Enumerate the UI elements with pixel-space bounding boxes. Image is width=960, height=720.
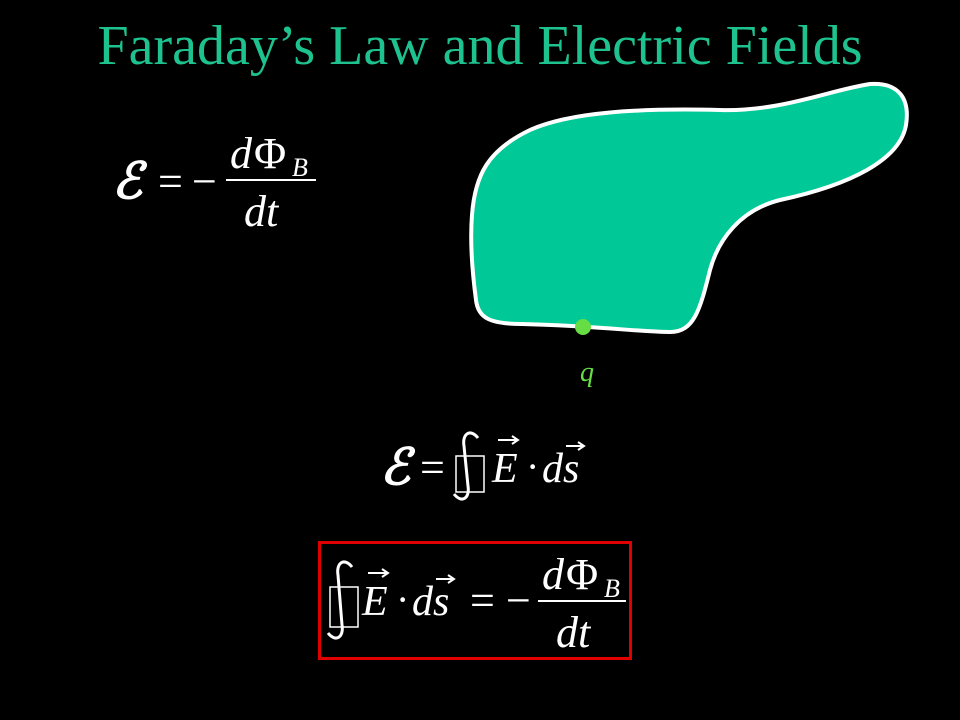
minus-sign-2: − bbox=[506, 576, 531, 625]
slide-title: Faraday’s Law and Electric Fields bbox=[97, 15, 863, 77]
denominator-dt-2: dt bbox=[556, 608, 592, 657]
emf-integral-equation: ℰ = E · ds bbox=[380, 431, 586, 501]
ds-term-2: ds bbox=[412, 579, 449, 625]
vector-s-arrowhead-2 bbox=[447, 574, 456, 584]
dot-operator: · bbox=[526, 444, 539, 489]
ds-term: ds bbox=[542, 446, 579, 492]
minus-sign: − bbox=[192, 157, 217, 206]
highlight-box bbox=[318, 541, 632, 660]
charge-dot bbox=[575, 319, 591, 335]
vector-e-2: E bbox=[361, 579, 388, 625]
vector-e-arrowhead-2 bbox=[381, 568, 390, 578]
numerator-d-2: d bbox=[542, 550, 565, 599]
numerator-phi: Φ bbox=[254, 129, 286, 178]
integral-box bbox=[455, 455, 485, 493]
faraday-equation: ℰ = − d Φ B dt bbox=[112, 129, 316, 236]
emf-symbol-2: ℰ bbox=[380, 439, 416, 495]
subscript-b-2: B bbox=[604, 574, 620, 603]
faraday-integral-equation: E · ds = − d Φ B dt bbox=[326, 550, 626, 657]
vector-s-arrowhead bbox=[577, 441, 586, 451]
closed-loop-shape bbox=[469, 81, 909, 335]
subscript-b: B bbox=[292, 153, 308, 182]
vector-e: E bbox=[491, 446, 518, 492]
denominator-dt: dt bbox=[244, 187, 280, 236]
emf-symbol: ℰ bbox=[112, 153, 148, 209]
equals-sign: = bbox=[158, 157, 183, 206]
closed-integral-icon-2 bbox=[326, 560, 354, 640]
numerator-d: d bbox=[230, 129, 253, 178]
closed-integral-icon bbox=[452, 431, 480, 501]
numerator-phi-2: Φ bbox=[566, 550, 598, 599]
integral-box-2 bbox=[329, 586, 359, 628]
dot-operator-2: · bbox=[396, 577, 409, 622]
equals-sign-2: = bbox=[420, 443, 445, 492]
vector-e-arrowhead bbox=[511, 435, 520, 445]
equals-sign-3: = bbox=[470, 576, 495, 625]
charge-label: q bbox=[580, 357, 594, 388]
